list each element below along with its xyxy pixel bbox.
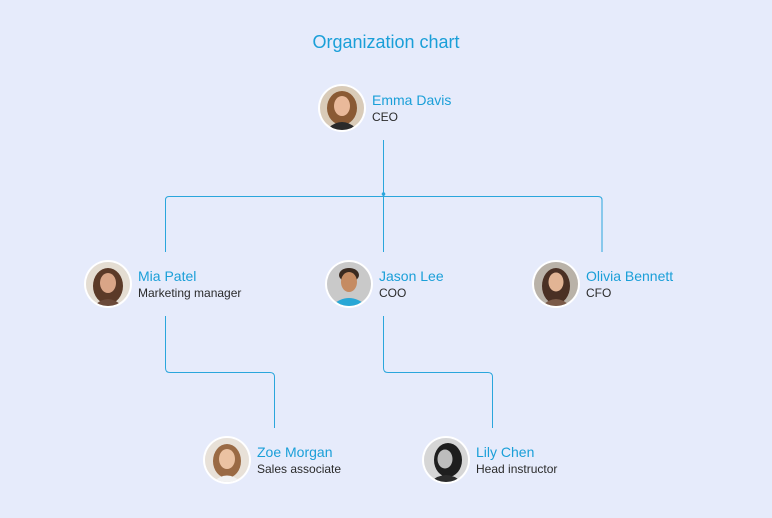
person-role: CEO bbox=[372, 110, 399, 124]
connector-bus bbox=[165, 196, 603, 252]
person-role: CFO bbox=[586, 286, 612, 300]
avatar bbox=[205, 438, 249, 482]
person-name: Zoe Morgan bbox=[257, 444, 333, 460]
org-node-jason-lee[interactable]: Jason Lee COO bbox=[327, 262, 444, 306]
person-role: Head instructor bbox=[476, 462, 558, 476]
org-node-mia-patel[interactable]: Mia Patel Marketing manager bbox=[86, 262, 241, 306]
person-name: Olivia Bennett bbox=[586, 268, 674, 284]
org-node-olivia-bennett[interactable]: Olivia Bennett CFO bbox=[534, 262, 673, 306]
avatar bbox=[424, 438, 468, 482]
person-name: Mia Patel bbox=[138, 268, 197, 284]
person-name: Lily Chen bbox=[476, 444, 535, 460]
org-node-zoe-morgan[interactable]: Zoe Morgan Sales associate bbox=[205, 438, 341, 482]
connector-jason-to-lily bbox=[383, 316, 493, 428]
avatar bbox=[320, 86, 364, 130]
person-role: Marketing manager bbox=[138, 286, 242, 300]
person-name: Jason Lee bbox=[379, 268, 444, 284]
person-role: Sales associate bbox=[257, 462, 342, 476]
avatar bbox=[86, 262, 130, 306]
avatar bbox=[534, 262, 578, 306]
person-name: Emma Davis bbox=[372, 92, 452, 108]
org-node-emma-davis[interactable]: Emma Davis CEO bbox=[320, 86, 451, 130]
connector-mia-to-zoe bbox=[165, 316, 275, 428]
avatar bbox=[327, 262, 371, 306]
person-role: COO bbox=[379, 286, 407, 300]
org-node-lily-chen[interactable]: Lily Chen Head instructor bbox=[424, 438, 557, 482]
chart-title: Organization chart bbox=[312, 32, 460, 52]
